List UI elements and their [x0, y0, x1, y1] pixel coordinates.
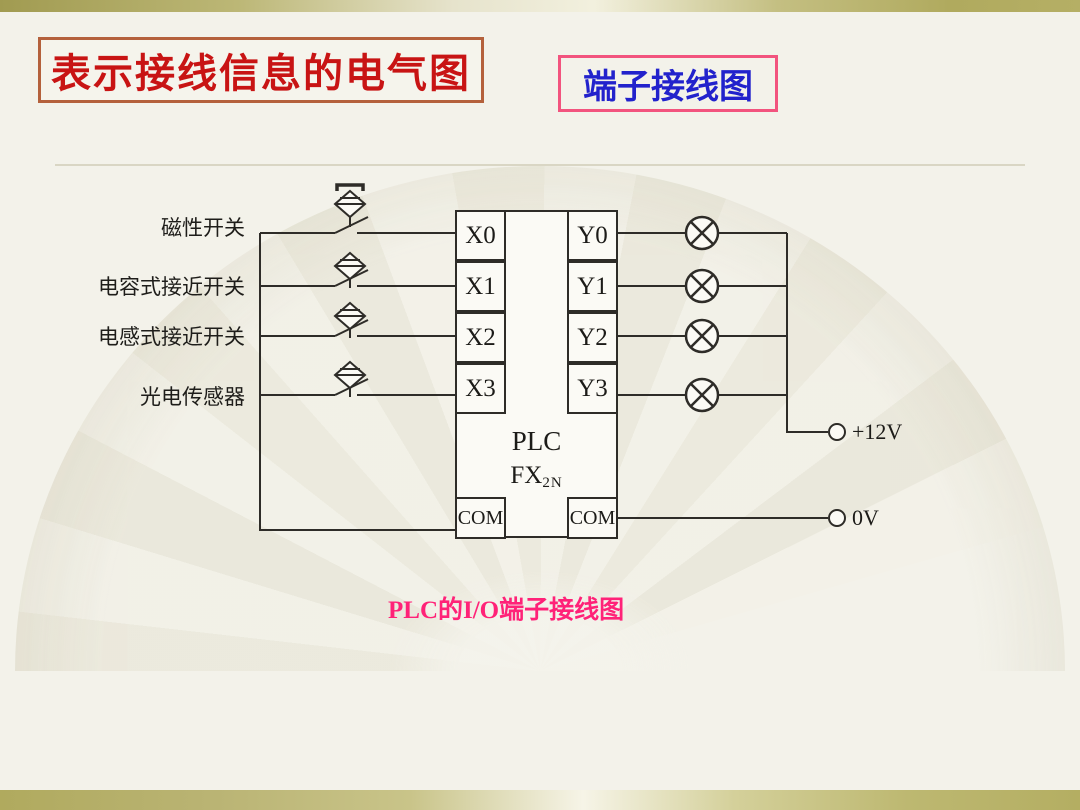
terminal-x1: X1 — [455, 261, 506, 312]
magnetic-switch-icon — [333, 189, 367, 227]
plc-model: FX2N — [455, 462, 618, 492]
output-common-bus — [786, 233, 828, 433]
sensor-lines — [335, 309, 365, 317]
terminal-y3: Y3 — [567, 363, 618, 414]
sensor-label-magnetic-switch: 磁性开关 — [161, 216, 245, 240]
proximity-switch-icon — [333, 251, 367, 288]
lamp-icon — [684, 268, 720, 304]
input-row-x3 — [260, 360, 456, 397]
sensor-label-photoelectric: 光电传感器 — [140, 385, 245, 409]
lamp-icon — [684, 318, 720, 354]
lamp-icon — [684, 377, 720, 413]
bottom-bar — [0, 790, 1080, 810]
sensor-label-inductive-proximity: 电感式接近开关 — [98, 325, 245, 349]
plc-model-base: FX — [510, 462, 543, 489]
magnet-bracket-icon — [335, 183, 365, 191]
input-row-x0 — [260, 183, 456, 234]
output-row-y1 — [618, 268, 787, 304]
contact-icon — [334, 216, 369, 234]
terminal-circle-0v — [828, 509, 846, 527]
subtitle: 端子接线图 — [583, 69, 753, 106]
terminal-y2: Y2 — [567, 312, 618, 363]
divider-line — [55, 164, 1025, 166]
input-row-x2 — [260, 301, 456, 338]
proximity-switch-icon — [333, 301, 367, 338]
terminal-y0: Y0 — [567, 210, 618, 261]
output-row-y3 — [618, 377, 787, 413]
terminal-x0: X0 — [455, 210, 506, 261]
top-bar — [0, 0, 1080, 12]
sensor-label-capacitive-proximity: 电容式接近开关 — [98, 275, 245, 299]
lamp-icon — [684, 215, 720, 251]
power-label-12v: +12V — [852, 419, 903, 444]
caption: PLC的I/O端子接线图 — [388, 597, 625, 624]
plc-model-subscript: 2N — [542, 475, 563, 491]
sensor-lines — [335, 259, 365, 267]
input-common-bus — [259, 233, 456, 531]
plc-name: PLC — [511, 426, 562, 456]
output-row-y2 — [618, 318, 787, 354]
proximity-switch-icon — [333, 360, 367, 397]
terminal-x3: X3 — [455, 363, 506, 414]
input-row-x1 — [260, 251, 456, 288]
output-row-y0 — [618, 215, 787, 251]
subtitle-box: 端子接线图 — [558, 55, 778, 112]
power-label-0v: 0V — [852, 505, 879, 530]
terminal-y1: Y1 — [567, 261, 618, 312]
title-box: 表示接线信息的电气图 — [38, 37, 484, 103]
terminal-circle-12v — [828, 423, 846, 441]
terminal-com-left: COM — [455, 497, 506, 539]
sensor-lines — [335, 197, 365, 205]
terminal-com-right: COM — [567, 497, 618, 539]
sensor-lines — [335, 368, 365, 376]
page-title: 表示接线信息的电气图 — [51, 51, 471, 96]
terminal-x2: X2 — [455, 312, 506, 363]
